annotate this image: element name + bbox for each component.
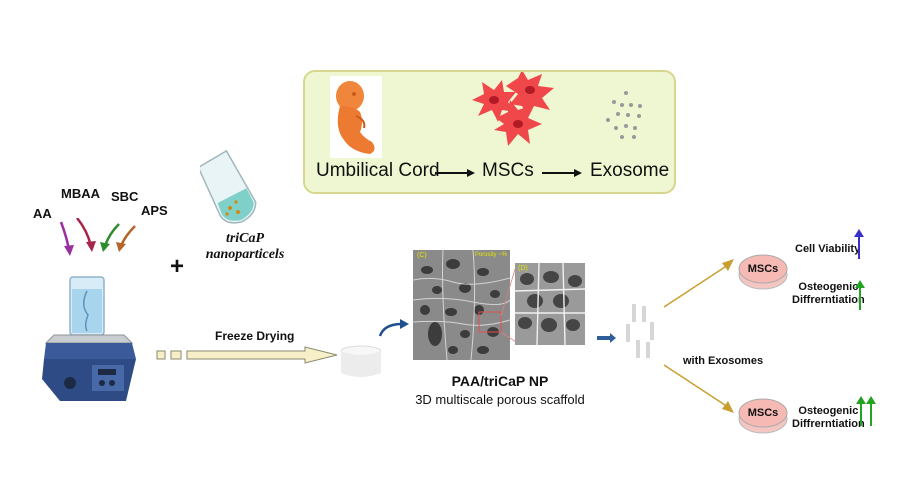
freeze-drying-arrow [156,346,338,364]
step-umbilical-cord: Umbilical Cord [316,160,440,181]
reagent-aps: APS [141,203,168,218]
fetus-icon [330,76,382,158]
outcome-osteogenic-top: Osteogenic Diffrerntiation [792,281,865,307]
reagent-mbaa: MBAA [61,186,100,201]
with-exosomes-label: with Exosomes [683,355,764,367]
reagent-aa: AA [33,206,52,221]
up-arrow-blue-icon [854,229,864,259]
outcome-osteogenic-bottom-line1: Osteogenic [798,405,859,417]
nanoparticles-label: triCaP nanoparticels [205,231,285,263]
scaffold-pieces-icon [626,304,654,358]
reagent-arrow-aps [119,225,136,247]
double-up-arrow-green-icon [856,396,876,426]
outcome-osteogenic-bottom: Osteogenic Diffrerntiation [792,405,865,431]
branch-arrow-up [663,264,729,308]
branch-arrowhead-up [722,259,734,271]
sem-image-main: (C) Porosity ~% [413,250,510,360]
exosome-dots-icon [606,91,642,139]
sem-zoom-texture [515,263,585,345]
petri-dish-top: MSCs [738,253,788,291]
petri-dish-top-label: MSCs [747,263,779,275]
scaffold-subtitle: 3D multiscale porous scaffold [415,392,585,407]
reagent-arrowhead-aps [116,242,126,252]
arrow-right-icon [435,169,475,177]
plus-symbol: + [170,253,185,280]
branch-arrowhead-down [722,401,734,413]
sem-scale-text: Porosity ~% [474,252,507,258]
sem-texture [413,250,510,360]
reagent-arrowhead-sbc [100,242,110,252]
outcome-osteogenic-top-line2: Diffrerntiation [792,294,865,306]
reagent-arrows [59,218,136,256]
nanoparticles-label-line1: triCaP [225,231,265,246]
arrow-right-icon [542,169,582,177]
step-mscs: MSCs [482,160,534,181]
petri-dish-bottom-icon [738,398,788,434]
sem-label-a: (C) [417,252,427,259]
up-arrow-green-icon [855,280,865,310]
sem-label-b: (D) [518,265,528,272]
step-exosome: Exosome [590,160,670,181]
reagent-arrowhead-aa [64,245,74,256]
hotplate-stirrer-icon [42,276,136,401]
reagent-sbc: SBC [111,189,139,204]
petri-dish-top-icon [738,254,788,290]
petri-dish-bottom-label: MSCs [747,407,779,419]
branch-arrows [663,259,734,413]
outcome-osteogenic-top-line1: Osteogenic [798,281,859,293]
small-blue-arrow-icon [597,333,616,343]
freeze-drying-label: Freeze Drying [215,329,295,343]
outcome-cell-viability: Cell Viability [795,243,861,255]
branch-arrow-down [663,364,729,408]
outcome-osteogenic-bottom-line2: Diffrerntiation [792,418,865,430]
curved-arrow-icon [378,319,409,337]
scaffold-disk-icon [340,345,382,377]
nanoparticles-label-line2: nanoparticels [205,247,285,262]
reagent-arrowhead-mbaa [86,241,96,252]
sem-image-zoom: (D) [515,263,585,345]
nanoparticle-beaker-icon [200,150,257,224]
zoom-lines [500,265,517,343]
scaffold-title: PAA/triCaP NP [451,373,549,389]
petri-dish-bottom: MSCs [738,397,788,435]
msc-cells-icon [472,72,554,146]
